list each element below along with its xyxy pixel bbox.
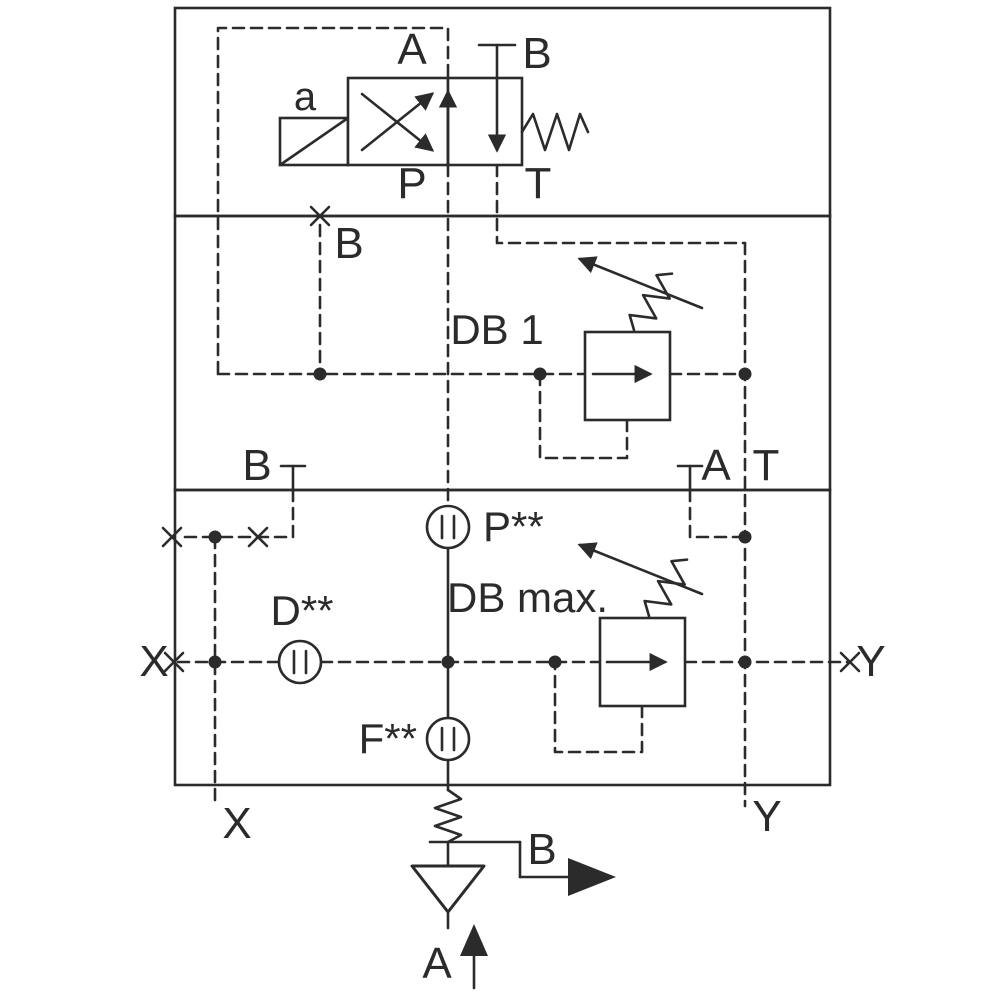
pilot-line-b-port bbox=[176, 488, 295, 539]
relief-valve-db1 bbox=[577, 256, 704, 422]
flow-arrow-b-out bbox=[568, 858, 616, 896]
db1-body bbox=[583, 330, 672, 422]
label-x-bottom: X bbox=[222, 799, 251, 848]
manifold-outline bbox=[173, 6, 832, 787]
check-poppet-symbol bbox=[410, 864, 486, 914]
cross-x-port bbox=[163, 651, 185, 673]
gauge-d-symbol bbox=[277, 639, 323, 685]
label-dbmax: DB max. bbox=[447, 574, 608, 621]
dbmax-adjust-arrow bbox=[577, 542, 704, 596]
junction-dot bbox=[533, 367, 547, 381]
label-solenoid-a: a bbox=[294, 75, 317, 119]
label-mid-b: B bbox=[242, 441, 271, 490]
label-port-t: T bbox=[525, 159, 552, 208]
plate-middle bbox=[173, 214, 832, 492]
label-port-a: A bbox=[397, 25, 427, 74]
label-gauge-p: P** bbox=[483, 503, 544, 550]
label-mid-a: A bbox=[701, 441, 731, 490]
junction-dot bbox=[738, 530, 752, 544]
pilot-loop-dbmax bbox=[553, 660, 644, 754]
relief-valve-dbmax bbox=[577, 542, 704, 708]
label-x-left: X bbox=[139, 637, 168, 686]
port-markers bbox=[279, 464, 704, 492]
junction-dot bbox=[313, 367, 327, 381]
label-port-p: P bbox=[397, 159, 426, 208]
valve-square-parallel bbox=[446, 76, 524, 167]
label-db1: DB 1 bbox=[450, 306, 543, 353]
pilot-line-a-loop bbox=[216, 26, 450, 376]
pilot-lines bbox=[176, 26, 850, 808]
label-mid-t: T bbox=[753, 441, 780, 490]
cross-left-537 bbox=[161, 526, 183, 548]
gauge-p-symbol bbox=[425, 504, 471, 550]
label-y-bottom: Y bbox=[752, 792, 781, 841]
solenoid-diagonal bbox=[278, 116, 350, 167]
plate-bottom bbox=[173, 488, 832, 787]
crossed-arrow-down bbox=[360, 92, 435, 152]
label-gauge-d: D** bbox=[270, 587, 333, 634]
blocked-port-crosses bbox=[161, 205, 861, 673]
cross-y-port bbox=[839, 651, 861, 673]
junction-dot bbox=[738, 655, 752, 669]
junction-dot bbox=[738, 367, 752, 381]
directional-valve bbox=[278, 43, 590, 167]
dbmax-spring-symbol bbox=[643, 558, 689, 618]
label-y-right: Y bbox=[856, 637, 885, 686]
label-gauge-f: F** bbox=[359, 715, 417, 762]
label-check-a: A bbox=[422, 939, 452, 988]
label-check-b: B bbox=[527, 825, 556, 874]
check-valve bbox=[410, 788, 616, 990]
cross-b-blocked bbox=[309, 205, 331, 227]
db1-adjust-arrow bbox=[577, 256, 704, 310]
pilot-loop-db1 bbox=[538, 372, 629, 460]
labels: a A B P T B DB 1 B A T P** DB max. D** F… bbox=[139, 25, 885, 988]
pilot-line-t-branch bbox=[495, 163, 747, 245]
junction-dots bbox=[208, 367, 752, 669]
label-port-b: B bbox=[522, 29, 551, 78]
cross-inner-537 bbox=[247, 526, 269, 548]
gauge-f-symbol bbox=[425, 716, 471, 762]
check-spring-symbol bbox=[433, 788, 463, 844]
return-spring-symbol bbox=[520, 112, 590, 152]
flow-arrow-a-in bbox=[460, 924, 488, 956]
label-blocked-b: B bbox=[334, 219, 363, 268]
db1-spring-symbol bbox=[628, 272, 674, 332]
pilot-line-a-port bbox=[688, 488, 747, 539]
junction-dot bbox=[208, 655, 222, 669]
junction-dot bbox=[441, 655, 455, 669]
junction-dot bbox=[208, 530, 222, 544]
junction-dot bbox=[548, 655, 562, 669]
